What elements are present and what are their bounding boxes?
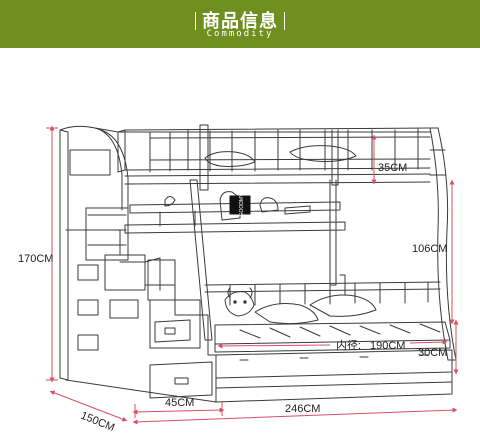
upper-bunk-rail [117, 124, 431, 191]
shelf-sign-text: GOODMY [239, 193, 245, 216]
shelf-sign-board [229, 195, 251, 215]
banner-right-divider [284, 12, 285, 30]
support-posts [189, 179, 337, 341]
lower-clearance-label: 106CM [412, 243, 447, 255]
bunk-bed-illustration [59, 124, 457, 403]
drawer-height-label: 30CM [418, 347, 447, 359]
depth-dim-line [49, 390, 128, 422]
upper-rail-height-label: 35CM [378, 162, 407, 174]
lower-bedding [224, 287, 377, 325]
depth-label: 150CM [79, 410, 116, 434]
banner-title: 商品信息 [0, 7, 480, 33]
lower-mattress [214, 321, 451, 353]
dimension-lines [46, 125, 459, 425]
total-height-label: 170CM [18, 253, 53, 265]
length-dim-line [132, 407, 458, 425]
total-length-label: 246CM [285, 403, 320, 415]
banner-left-divider [195, 12, 196, 30]
banner-title-text: 商品信息 [202, 11, 278, 32]
inner-length-label: 190CM [370, 340, 405, 352]
lower-bunk-rail [204, 274, 441, 306]
trundle-drawer [215, 349, 453, 403]
banner-subtitle: Commodity [206, 29, 274, 39]
upper-pillows [204, 145, 357, 167]
section-banner: 商品信息 Commodity [0, 0, 480, 48]
stair-width-dim-line [132, 407, 225, 415]
bunk-bed-diagram: GOODMY 170CM 35CM 106CM 内径: [18, 124, 459, 434]
inner-size-label: 内径: [336, 338, 361, 352]
stair-width-label: 45CM [165, 397, 194, 409]
staircase-drawers [65, 207, 217, 403]
